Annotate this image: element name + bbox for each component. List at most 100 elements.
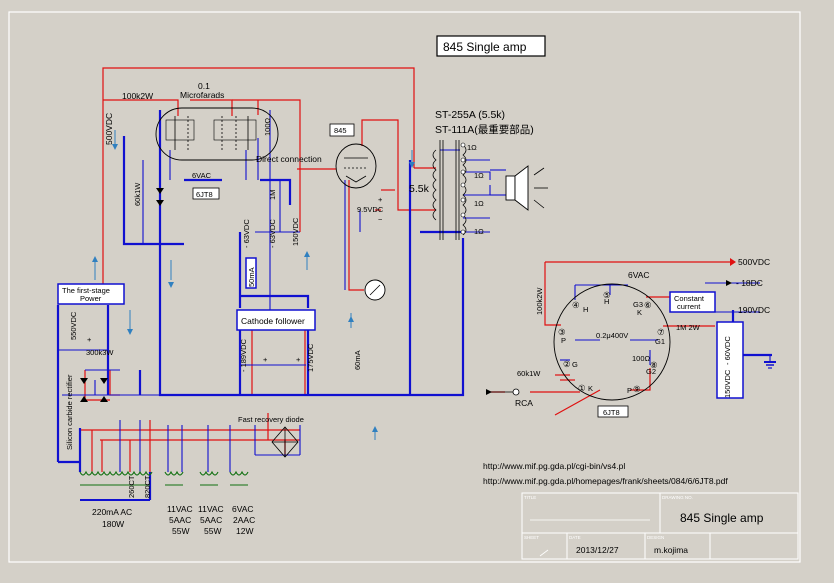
diode-bridge [271,426,299,458]
label-cap-unit: Microfarads [180,90,224,100]
pin-9-name: P [627,386,632,395]
pin-7-num: ⑦ [657,327,665,337]
pinout-minus60vdc: - 60VDC [723,336,732,365]
cathode-follower-box: Cathode follower [236,309,316,331]
label-t3-line3: 55W [204,526,221,536]
label-9-5vdc: 9.5VDC [357,205,384,214]
pin-6-num: ⑥ [644,300,652,310]
tb-author: m.kojima [654,545,688,555]
label-100ohm: 100Ω [263,117,272,136]
current-source-label: 50mA [247,267,256,287]
pin-2-num: ② [563,359,571,369]
rectifier-diodes [80,188,164,402]
label-plus-4: + [87,335,92,344]
pin-7-name: G1 [655,337,665,346]
tb-title: 845 Single amp [680,511,764,525]
label-t2-line1: 11VAC [167,504,193,514]
label-t2-line2: 5AAC [169,515,191,525]
label-150vdc: 150VDC [291,217,300,246]
pinout-190vdc: 190VDC [738,305,770,315]
label-1m: 1M [268,190,277,200]
pin-4-num: ④ [572,300,580,310]
pinout-100k2w: 100k2W [535,287,544,315]
output-tube-label: 845 [334,126,347,135]
pinout-100ohm: 100Ω [632,354,651,363]
pin-3-name: P [561,336,566,345]
url-2: http://www.mif.pg.gda.pl/homepages/frank… [483,476,728,486]
pin-1-num: ① [578,383,586,393]
sheet-border [8,11,801,563]
label-t4-line3: 12W [236,526,253,536]
label-plus: + [378,195,383,204]
pin-6-name-k: K [637,308,642,317]
label-t2-line3: 55W [172,526,189,536]
label-t3-line2: 5AAC [200,515,222,525]
pin-6-name-g3: G3 [633,300,643,309]
signal-arrows [92,130,415,440]
label-plus-2: + [263,355,268,364]
tb-head-design: DESIGN [647,535,664,540]
label-500vdc-left: 500VDC [104,113,114,145]
label-minus63vdc-b: - 63VDC [268,219,277,248]
title-box: 845 Single amp [436,35,546,57]
tap-1ohm-1: 1Ω [467,143,477,152]
pinout-500vdc: 500VDC [738,257,770,267]
label-fast-diode: Fast recovery diode [238,415,304,424]
pin-4-name: H [583,305,588,314]
xfmr-model-1: ST-255A (5.5k) [435,109,505,121]
pin-3-num: ③ [558,327,566,337]
label-plus-3: + [296,355,301,364]
tap-1ohm-4: 1Ω [474,227,484,236]
tb-head-date: DATE [569,535,581,540]
label-t1-line1: 220mA AC [92,507,132,517]
tap-1ohm-3: 1Ω [474,199,484,208]
label-300k3w: 300k3W [86,348,114,357]
label-t3-line1: 11VAC [198,504,224,514]
pinout-rca: RCA [515,398,533,408]
schematic-title: 845 Single amp [443,40,527,54]
tb-head-title: TITLE [524,495,536,500]
tap-1ohm-2: 1Ω [474,171,484,180]
speaker-icon [505,165,548,211]
primary-impedance: 5.5k [409,183,430,195]
driver-tube: 6JT8 [155,107,279,200]
pinout-cap: 0.2μ400V [596,331,628,340]
pin-1-name: K [588,384,593,393]
label-minus63vdc-a: - 63VDC [242,219,251,248]
label-260ct: 260CT [127,475,136,498]
label-r100k2w: 100k2W [122,91,153,101]
constant-current-label-2: current [677,302,701,311]
label-t4-line1: 6VAC [232,504,254,514]
output-transformer: 1Ω 1Ω 1Ω 1Ω 5.5k ST-255A (5.5k) ST-111A(… [409,109,534,240]
regulator-box [716,321,744,399]
power-transformer-coils [79,470,249,501]
label-t4-line2: 2AAC [233,515,255,525]
label-550vdc: 550VDC [69,311,78,340]
pin-5-name: H [604,297,609,306]
pin-9-num: ⑨ [633,384,641,394]
pinout-diagram: 6JT8 [486,258,776,418]
constant-current-box: Constant current [669,291,716,313]
meter-icon [364,279,386,301]
tb-head-sheet: SHEET [524,535,539,540]
label-direct-connection: Direct connection [256,154,322,164]
label-6vac-heater: 6VAC [192,171,212,180]
label-cap-value: 0.1 [198,81,210,91]
url-1: http://www.mif.pg.gda.pl/cgi-bin/vs4.pl [483,461,625,471]
label-820ct: 820CT [143,475,152,498]
label-60ma: 60mA [353,350,362,370]
current-source-box [245,257,257,289]
pin-8-name: G2 [646,367,656,376]
output-tube: 845 [329,123,377,189]
first-stage-label-1: The first-stage [62,286,110,295]
xfmr-model-2: ST-111A(最重要部品) [435,123,534,136]
pin-5-num: ⑤ [603,290,611,300]
pinout-tube-label: 6JT8 [603,408,620,417]
cathode-follower-label: Cathode follower [241,316,305,326]
pinout-6vac: 6VAC [628,270,650,280]
first-stage-label-2: Power [80,294,102,303]
pinout-150vdc: 150VDC [723,369,732,398]
pin-2-name: G [572,360,578,369]
